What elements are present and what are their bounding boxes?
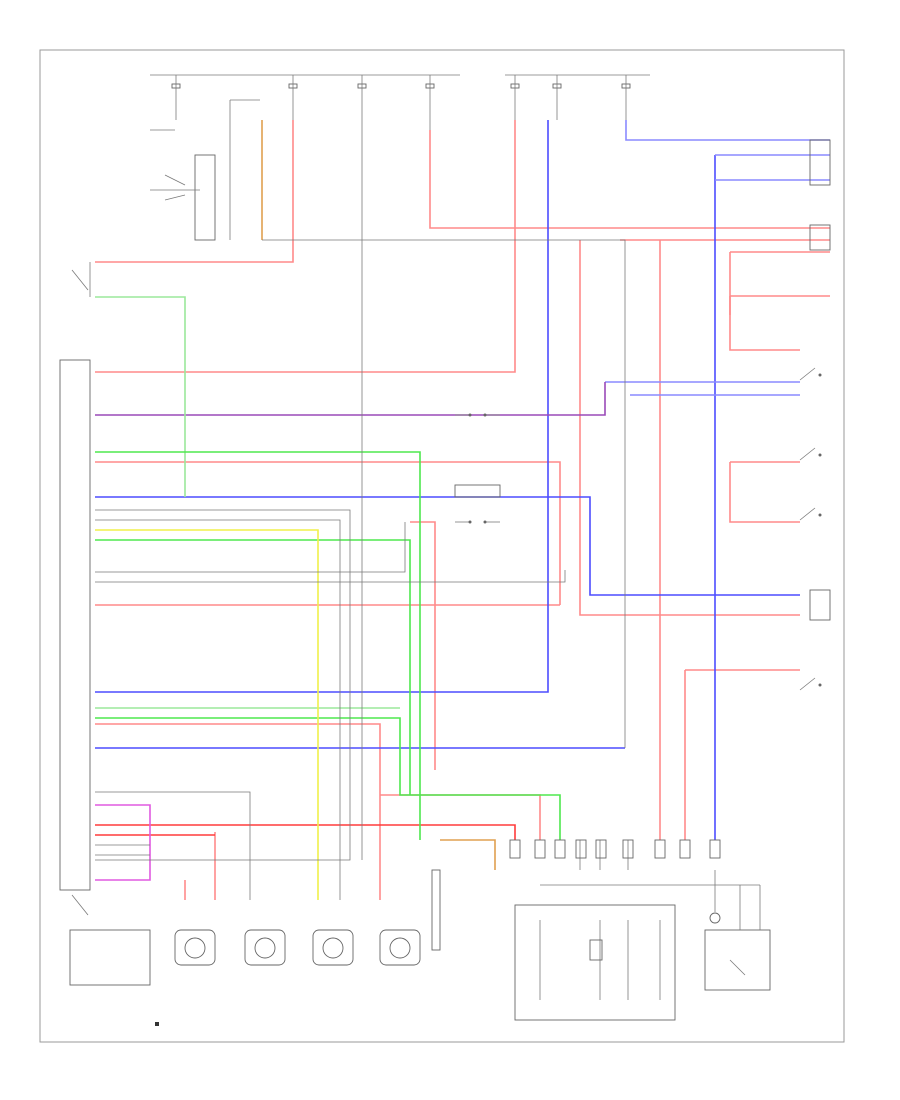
connector-block-right	[809, 139, 831, 621]
connector-pins	[431, 869, 441, 951]
wheel-speed-sensor-icon	[312, 929, 354, 966]
fuse-icon	[621, 75, 631, 120]
switch-icon	[799, 447, 822, 461]
actuator-assembly	[514, 884, 760, 1021]
fuse-icon	[552, 75, 562, 120]
sensor-box	[69, 894, 151, 986]
fuse-icon	[425, 75, 435, 130]
wheel-speed-sensor-icon	[174, 929, 216, 966]
fuse-icon	[357, 75, 367, 130]
relay-switch	[454, 484, 501, 524]
switch-icon	[71, 262, 91, 297]
switch-icon	[799, 507, 822, 521]
fuse-row-top	[150, 74, 650, 130]
wires	[95, 120, 830, 900]
fuse-icon	[171, 75, 181, 120]
switch-icon	[799, 677, 822, 691]
motor-icon	[704, 870, 771, 991]
diagram-frame	[39, 49, 845, 1043]
fuse-icon	[510, 75, 520, 120]
control-module-connector	[59, 359, 91, 891]
connector-pins	[509, 839, 721, 859]
ignition-switch	[150, 99, 260, 241]
fuse-icon	[288, 75, 298, 120]
relay-switch	[455, 413, 500, 417]
ground-icon	[155, 1022, 159, 1026]
switch-icon	[799, 367, 822, 381]
wheel-speed-sensor-icon	[379, 929, 421, 966]
wheel-speed-sensor-icon	[244, 929, 286, 966]
